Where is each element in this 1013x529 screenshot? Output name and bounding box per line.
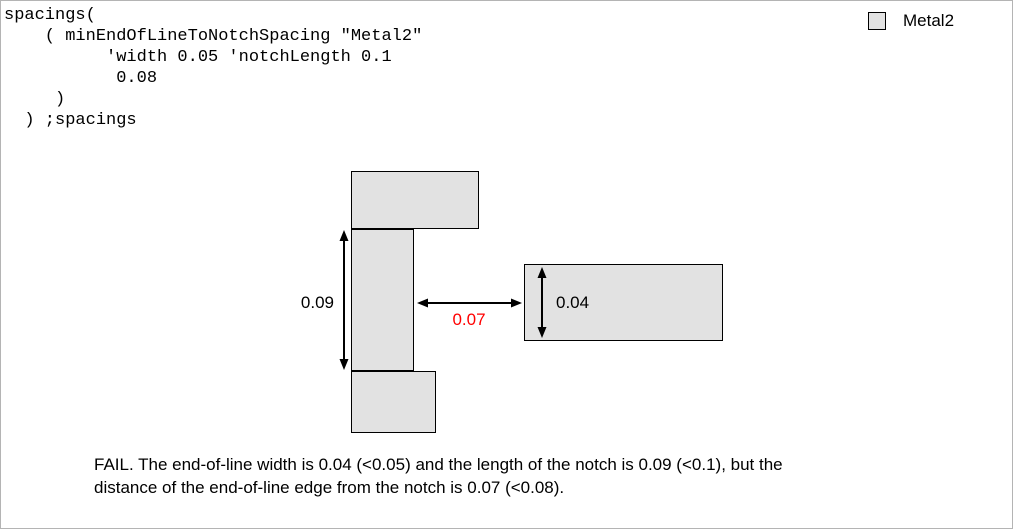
code-block: spacings( ( minEndOfLineToNotchSpacing "…	[4, 5, 422, 131]
result-caption-line: FAIL. The end-of-line width is 0.04 (<0.…	[94, 455, 783, 474]
result-caption-line: distance of the end-of-line edge from th…	[94, 478, 565, 497]
legend: Metal2	[868, 11, 954, 31]
code-line: 'width 0.05 'notchLength 0.1	[4, 48, 392, 67]
spacing-label: 0.07	[452, 310, 486, 329]
code-line: spacings(	[4, 6, 96, 25]
metal2-swatch-icon	[868, 12, 886, 30]
code-line: ) ;spacings	[4, 111, 137, 130]
notch-length-arrow	[339, 230, 349, 370]
code-line: )	[4, 90, 66, 109]
metal-top-arm-rect	[351, 171, 479, 229]
legend-label: Metal2	[903, 11, 955, 30]
metal-eol-rect	[524, 264, 723, 341]
metal-bottom-arm-rect	[351, 371, 436, 433]
code-line: 0.08	[4, 69, 158, 88]
spacing-arrow	[417, 298, 522, 308]
result-caption: FAIL. The end-of-line width is 0.04 (<0.…	[94, 453, 783, 499]
metal-spine-rect	[351, 229, 414, 371]
code-line: ( minEndOfLineToNotchSpacing "Metal2"	[4, 27, 423, 46]
eol-width-label: 0.04	[556, 293, 590, 312]
notch-length-label: 0.09	[300, 293, 334, 312]
